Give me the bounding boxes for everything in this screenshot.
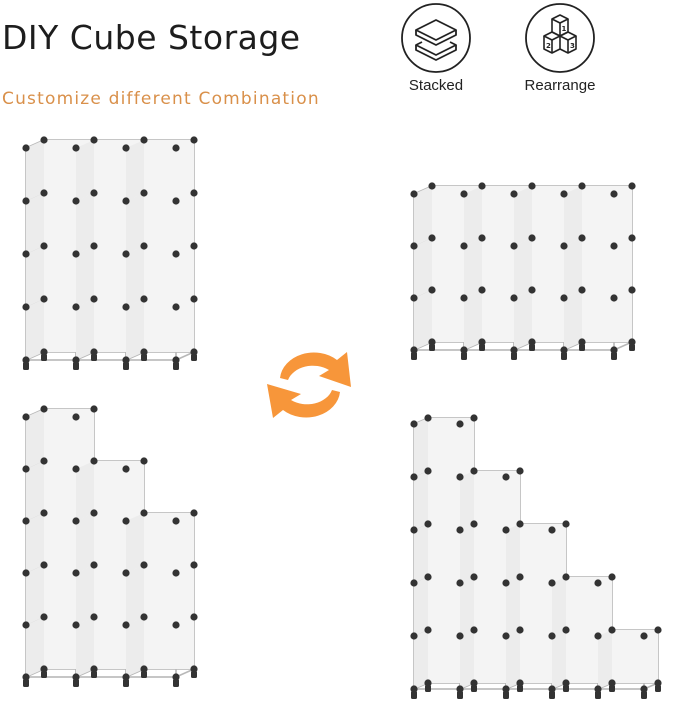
cube-number-2: 2 bbox=[546, 42, 551, 50]
shelf-3x4-tall bbox=[22, 136, 198, 370]
shelf-staircase-3col bbox=[22, 405, 198, 687]
stacked-label: Stacked bbox=[408, 77, 464, 94]
stacked-layers-icon bbox=[401, 3, 471, 73]
shelf-4x3-wide bbox=[410, 182, 636, 360]
rearrange-label: Rearrange bbox=[524, 77, 596, 94]
page-title: DIY Cube Storage bbox=[2, 18, 301, 57]
cube-number-1: 1 bbox=[562, 25, 567, 33]
stacked-badge: Stacked bbox=[390, 2, 482, 94]
rotate-arrows-icon bbox=[267, 352, 351, 418]
rearrange-badge: 1 2 3 Rearrange bbox=[510, 2, 610, 94]
cube-number-3: 3 bbox=[570, 42, 575, 50]
shelf-staircase-5col bbox=[410, 414, 662, 699]
subtitle: Customize different Combination bbox=[2, 89, 320, 109]
numbered-cubes-icon: 1 2 3 bbox=[525, 3, 595, 73]
